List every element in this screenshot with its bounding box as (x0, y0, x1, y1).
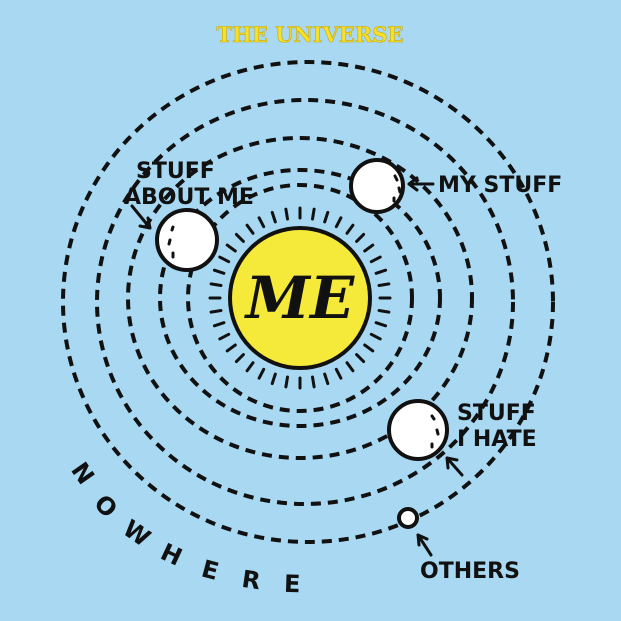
sun-ray (369, 332, 382, 341)
stuff-i-hate-arrow (445, 456, 464, 477)
sun-ray (355, 232, 366, 243)
my-stuff-label: MY STUFF (438, 173, 562, 198)
sun-ray (225, 243, 237, 253)
sun-ray (257, 367, 266, 380)
sun-ray (374, 321, 388, 328)
stuff-i-hate-label-line2: I HATE (457, 427, 537, 452)
sun-ray (334, 367, 343, 380)
nowhere-letter: H (156, 538, 186, 572)
sun-ray (234, 232, 245, 243)
sun-ray (270, 210, 277, 224)
sun-ray (245, 223, 255, 235)
sun-ray (234, 353, 245, 364)
sun-ray (345, 361, 355, 373)
sun-ray (245, 361, 255, 373)
sun-ray (257, 216, 266, 229)
sun-ray (369, 255, 382, 264)
sun-ray (363, 243, 375, 253)
sun-ray (212, 321, 226, 328)
sun-ray (209, 282, 223, 287)
nowhere-letter: N (65, 457, 99, 490)
sun-ray (323, 210, 330, 224)
sun-ray (225, 343, 237, 353)
nowhere-letter: E (199, 555, 222, 586)
others-label: OTHERS (420, 559, 520, 584)
me-sun (228, 226, 372, 370)
sun-ray (212, 268, 226, 275)
nowhere-letter: R (240, 565, 262, 595)
orbit-others (61, 60, 555, 544)
nowhere-letter: W (118, 514, 156, 552)
sun-ray (218, 332, 231, 341)
sun-ray (209, 309, 223, 314)
sun-ray (345, 223, 355, 235)
sun-ray (311, 375, 316, 389)
planet-stuff-about-me (155, 208, 219, 272)
stuff-about-me-label-line2: ABOUT ME (124, 185, 254, 210)
sun-ray (377, 309, 391, 314)
orbit-inner (186, 183, 414, 413)
orbit-my-stuff (158, 168, 442, 428)
planet-others (397, 507, 419, 529)
stuff-about-me-arrow (130, 204, 152, 230)
planet-my-stuff (349, 158, 405, 214)
diagram-title: THE UNIVERSE (216, 22, 403, 47)
sun-ray (218, 255, 231, 264)
nowhere-letter: O (89, 489, 123, 523)
sun-ray (270, 372, 277, 386)
sun-ray (311, 207, 316, 221)
stuff-about-me-label-line1: STUFF (136, 159, 215, 184)
orbit-stuff-about-me (126, 136, 474, 460)
sun-rays (208, 206, 392, 390)
sun-ray (355, 353, 366, 364)
sun-ray (374, 268, 388, 275)
orbit-rings (61, 60, 555, 544)
me-label: ME (244, 264, 355, 332)
sun-ray (377, 282, 391, 287)
sun-ray (334, 216, 343, 229)
sun-ray (284, 375, 289, 389)
sun-ray (363, 343, 375, 353)
nowhere-letter: E (284, 570, 301, 599)
sun-ray (323, 372, 330, 386)
orbit-stuff-i-hate (95, 98, 515, 506)
stuff-i-hate-label-line1: STUFF (457, 401, 536, 426)
others-arrow (416, 533, 433, 557)
my-stuff-arrow (407, 176, 435, 192)
sun-ray (284, 207, 289, 221)
planet-stuff-i-hate (387, 399, 449, 461)
